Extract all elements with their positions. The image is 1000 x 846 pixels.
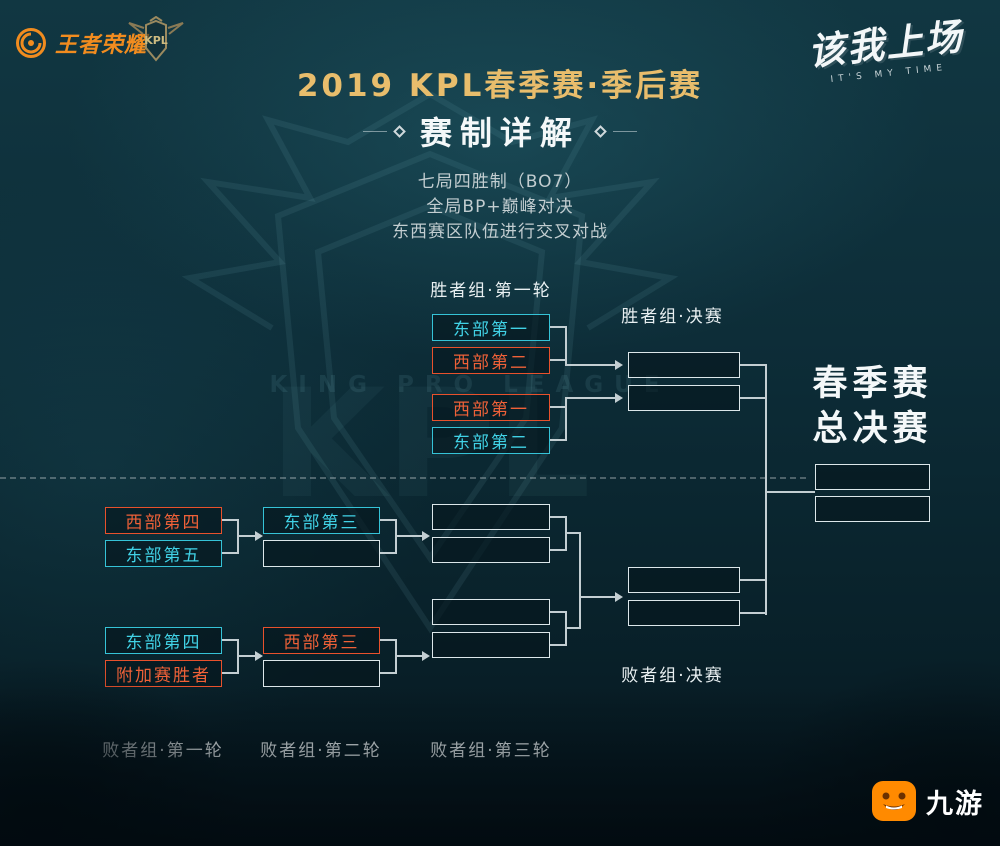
connector-line: [740, 579, 767, 581]
label-winners-final: 胜者组·决赛: [621, 307, 724, 327]
connector-line: [380, 639, 396, 641]
connector-line: [565, 397, 567, 441]
team-box-east-2: 东部第二: [432, 427, 550, 454]
connector-line: [740, 397, 767, 399]
connector-line: [765, 364, 767, 615]
connector-line: [579, 532, 581, 629]
connector-arrow-icon: [422, 531, 430, 541]
team-box-west-4: 西部第四: [105, 507, 222, 534]
subtitle-ornament-right: [594, 124, 637, 138]
connector-line: [380, 552, 396, 554]
diamond-icon: [393, 124, 406, 138]
team-box-east-1: 东部第一: [432, 314, 550, 341]
connector-line: [395, 535, 424, 537]
connector-line: [380, 672, 396, 674]
connector-line: [579, 596, 617, 598]
team-box-west-1: 西部第一: [432, 394, 550, 421]
connector-line: [550, 439, 566, 441]
slot-grand-final-2: [815, 496, 930, 522]
page-subtitle: 赛制详解: [419, 114, 580, 152]
connector-line: [565, 532, 581, 534]
connector-arrow-icon: [615, 393, 623, 403]
svg-text:KPL: KPL: [144, 34, 168, 47]
connector-line: [740, 612, 767, 614]
page-title: 2019 KPL春季赛·季后赛: [296, 68, 704, 104]
subtitle-ornament-left: [362, 124, 406, 138]
connector-line: [565, 397, 617, 399]
connector-line: [765, 491, 815, 493]
slot-losers-final-2: [628, 600, 740, 626]
honor-of-kings-icon: [16, 28, 46, 58]
connector-arrow-icon: [615, 360, 623, 370]
team-box-east-5: 东部第五: [105, 540, 222, 567]
slot-losers-round2-2: [263, 660, 380, 687]
team-box-west-3: 西部第三: [263, 627, 380, 654]
slot-losers-round3-2: [432, 537, 550, 563]
connector-line: [565, 627, 581, 629]
grand-final-title: 春季赛 总决赛: [795, 362, 950, 452]
connector-line: [550, 406, 566, 408]
honor-of-kings-logo: 王者荣耀: [14, 26, 147, 60]
connector-line: [222, 519, 238, 521]
label-losers-final: 败者组·决赛: [621, 666, 724, 686]
slot-losers-round3-1: [432, 504, 550, 530]
slot-winners-final-2: [628, 385, 740, 411]
slot-losers-round3-4: [432, 632, 550, 658]
connector-line: [550, 644, 566, 646]
connector-line: [550, 549, 566, 551]
rule-line-1: 七局四胜制（BO7）: [417, 172, 583, 192]
slot-losers-final-1: [628, 567, 740, 593]
kpl-logo-icon: KPL: [128, 16, 184, 62]
connector-line: [550, 359, 566, 361]
slot-losers-round3-3: [432, 599, 550, 625]
team-box-west-2: 西部第二: [432, 347, 550, 374]
connector-line: [740, 364, 767, 366]
connector-arrow-icon: [255, 651, 263, 661]
connector-line: [237, 535, 257, 537]
slot-losers-round2-1: [263, 540, 380, 567]
connector-arrow-icon: [615, 592, 623, 602]
connector-line: [550, 611, 566, 613]
connector-line: [395, 655, 424, 657]
connector-line: [222, 552, 238, 554]
connector-line: [565, 364, 617, 366]
publisher-name: 九游: [926, 788, 984, 820]
rules-text: 七局四胜制（BO7） 全局BP+巅峰对决 东西赛区队伍进行交叉对战: [0, 170, 1000, 245]
label-winners-round1: 胜者组·第一轮: [430, 281, 552, 301]
connector-arrow-icon: [255, 531, 263, 541]
grand-final-title-line2: 总决赛: [812, 409, 933, 449]
connector-line: [222, 639, 238, 641]
bottom-shade: [0, 686, 1000, 846]
slot-grand-final-1: [815, 464, 930, 490]
team-box-east-4: 东部第四: [105, 627, 222, 654]
connector-line: [550, 326, 566, 328]
ornament-line: [362, 130, 387, 132]
connector-line: [380, 519, 396, 521]
connector-line: [565, 326, 567, 366]
diamond-icon: [594, 124, 607, 138]
rule-line-3: 东西赛区队伍进行交叉对战: [392, 222, 608, 242]
upper-lower-separator-line: [0, 477, 806, 479]
rule-line-2: 全局BP+巅峰对决: [426, 197, 574, 217]
honor-of-kings-wordmark: 王者荣耀: [55, 33, 148, 58]
connector-arrow-icon: [422, 651, 430, 661]
team-box-east-3: 东部第三: [263, 507, 380, 534]
subtitle-row: 赛制详解: [0, 108, 1000, 154]
slot-winners-final-1: [628, 352, 740, 378]
grand-final-title-line1: 春季赛: [812, 364, 933, 404]
ornament-line: [613, 130, 637, 132]
publisher-badge: 九游: [871, 778, 984, 824]
watermark-text: KING PRO LEAGUE: [269, 372, 671, 398]
connector-line: [550, 516, 566, 518]
publisher-smiley-icon: [872, 781, 916, 821]
